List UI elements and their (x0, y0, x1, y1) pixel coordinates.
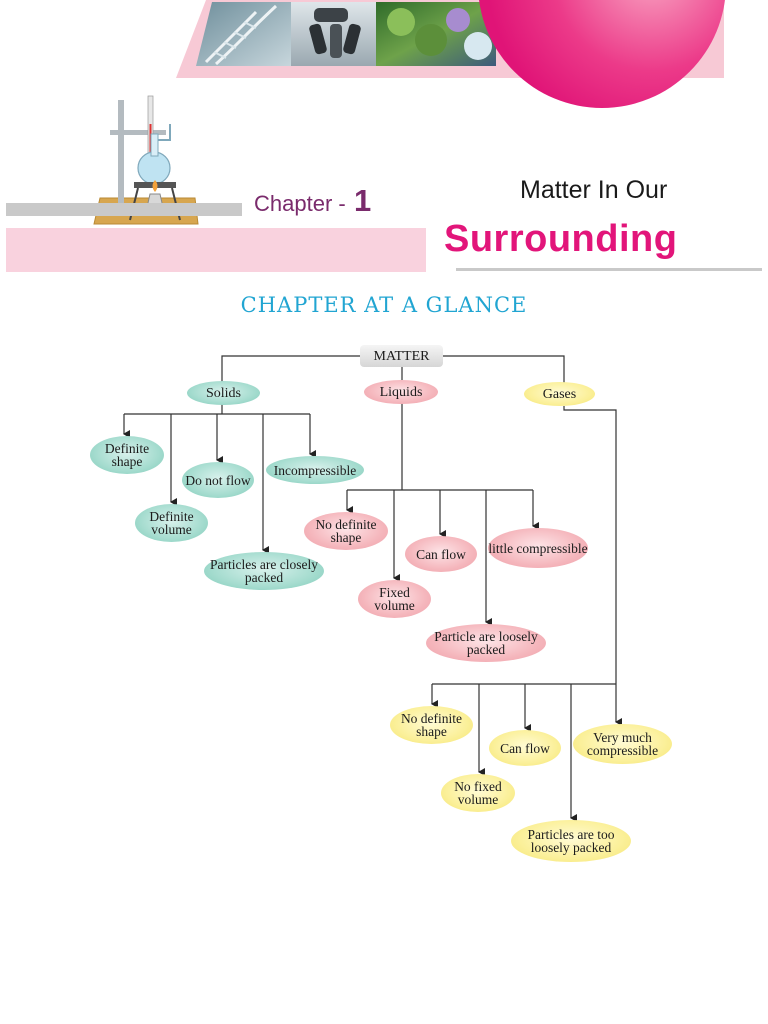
chapter-title-line2: Surrounding (444, 218, 678, 260)
chapter-label: Chapter - (254, 191, 346, 216)
solids-node: Solids (187, 381, 260, 405)
solids-do-not-flow: Do not flow (182, 462, 254, 498)
liquids-little-compressible: little compressible (488, 528, 588, 568)
decorative-pink-circle (478, 0, 726, 108)
connector-lines (123, 355, 622, 822)
title-underline (456, 268, 762, 271)
header-grey-bar (6, 203, 242, 216)
solids-definite-shape: Definite shape (90, 436, 164, 474)
header-pink-band (6, 228, 426, 272)
liquids-no-definite-shape: No definite shape (304, 512, 388, 550)
gases-no-fixed-volume: No fixed volume (441, 774, 515, 812)
solids-incompressible: Incompressible (266, 456, 364, 484)
liquids-loosely-packed: Particle are loosely packed (426, 624, 546, 662)
gases-too-loosely-packed: Particles are too loosely packed (511, 820, 631, 862)
chapter-number: 1 (354, 183, 372, 218)
chapter-title-line1: Matter In Our (520, 176, 668, 204)
liquids-can-flow: Can flow (405, 536, 477, 572)
gases-node: Gases (524, 382, 595, 406)
gases-very-much-compressible: Very much compressible (573, 724, 672, 764)
banner-photos (196, 2, 496, 66)
gases-can-flow: Can flow (489, 730, 561, 766)
gases-no-definite-shape: No definite shape (390, 706, 473, 744)
matter-root-box: MATTER (360, 345, 443, 367)
solids-closely-packed: Particles are closely packed (204, 552, 324, 590)
liquids-fixed-volume: Fixed volume (358, 580, 431, 618)
section-heading: CHAPTER AT A GLANCE (240, 293, 528, 317)
liquids-node: Liquids (364, 380, 438, 404)
matter-concept-map: MATTER Solids Liquids Gases Definite sha… (0, 330, 768, 890)
solids-definite-volume: Definite volume (135, 504, 208, 542)
